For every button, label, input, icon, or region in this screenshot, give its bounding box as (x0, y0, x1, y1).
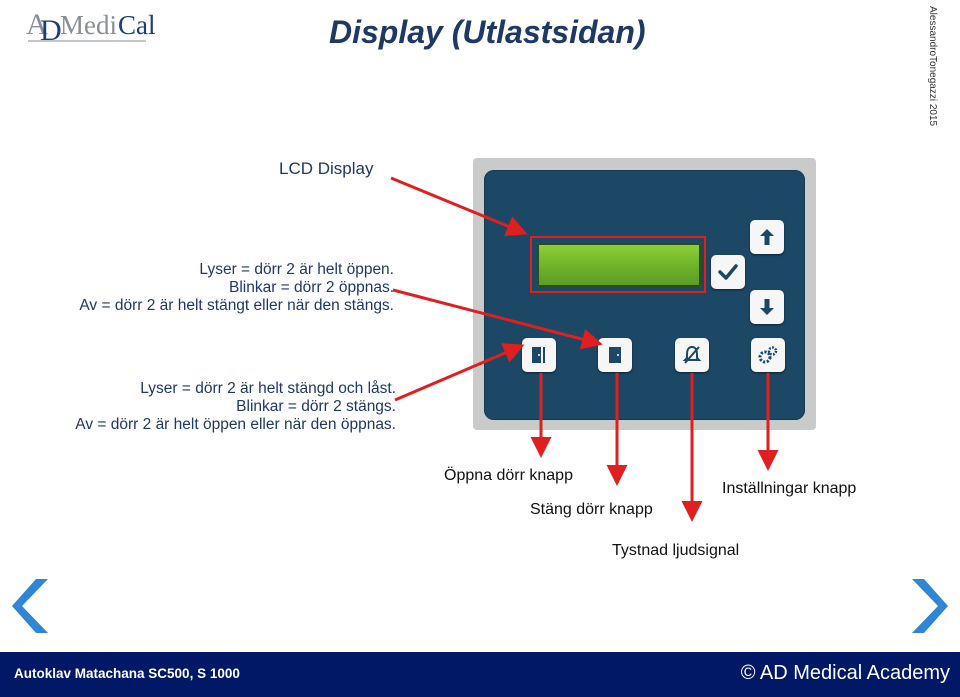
door-open-line-2: Blinkar = dörr 2 öppnas. (40, 279, 394, 297)
next-slide-button[interactable] (908, 577, 948, 635)
settings-label: Inställningar knapp (722, 480, 856, 498)
door-open-icon (528, 344, 550, 366)
lcd-highlight-box (530, 236, 706, 293)
open-door-label: Öppna dörr knapp (444, 467, 573, 485)
silence-button[interactable] (675, 338, 709, 372)
door-closed-line-2: Blinkar = dörr 2 stängs. (30, 398, 396, 416)
arrow-down-icon (756, 296, 778, 318)
confirm-button[interactable] (711, 255, 745, 289)
down-button[interactable] (750, 290, 784, 324)
page-title: Display (Utlastsidan) (329, 14, 646, 51)
arrow-up-icon (756, 226, 778, 248)
svg-text:D: D (40, 14, 62, 44)
close-door-button[interactable] (598, 338, 632, 372)
author-credit: AlessandroTonegazzi 2015 (927, 6, 938, 126)
door-open-led-description: Lyser = dörr 2 är helt öppen. Blinkar = … (40, 261, 394, 315)
door-closed-led-description: Lyser = dörr 2 är helt stängd och låst. … (30, 380, 396, 434)
close-door-label: Stäng dörr knapp (530, 501, 653, 519)
open-door-button[interactable] (522, 338, 556, 372)
chevron-right-icon (908, 577, 948, 635)
svg-text:Medi: Medi (60, 10, 117, 40)
previous-slide-button[interactable] (12, 577, 52, 635)
door-closed-line-1: Lyser = dörr 2 är helt stängd och låst. (30, 380, 396, 398)
bell-muted-icon (681, 344, 703, 366)
footer-copyright: © AD Medical Academy (741, 662, 950, 685)
door-closed-icon (604, 344, 626, 366)
door-open-line-3: Av = dörr 2 är helt stängt eller när den… (40, 297, 394, 315)
admedical-logo: A D Medi Cal (26, 4, 196, 44)
door-closed-line-3: Av = dörr 2 är helt öppen eller när den … (30, 416, 396, 434)
settings-button[interactable] (751, 338, 785, 372)
svg-text:Cal: Cal (118, 10, 156, 40)
footer-bar: Autoklav Matachana SC500, S 1000 © AD Me… (0, 652, 960, 697)
up-button[interactable] (750, 220, 784, 254)
check-icon (717, 261, 739, 283)
door-open-line-1: Lyser = dörr 2 är helt öppen. (40, 261, 394, 279)
footer-device-name: Autoklav Matachana SC500, S 1000 (14, 666, 240, 681)
silence-label: Tystnad ljudsignal (612, 542, 739, 560)
gears-icon (757, 344, 779, 366)
logo-mark: A D Medi Cal (26, 4, 196, 44)
lcd-display-label: LCD Display (279, 159, 373, 179)
chevron-left-icon (12, 577, 52, 635)
